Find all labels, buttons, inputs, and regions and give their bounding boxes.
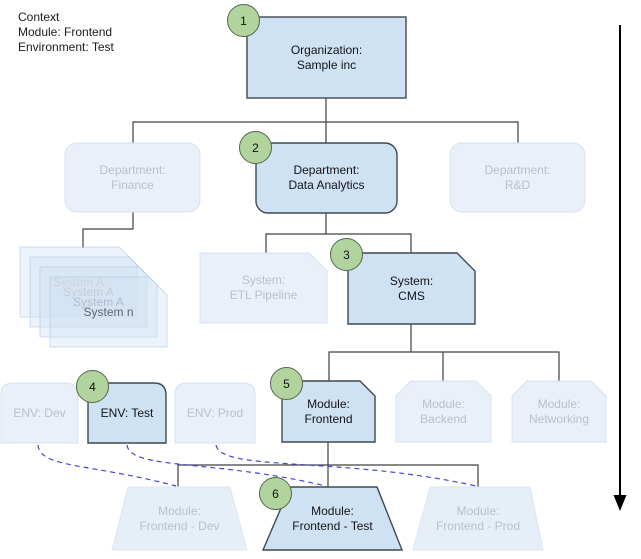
step-5-badge[interactable]: 5 (270, 367, 303, 400)
dashed-link-dev (37, 444, 177, 487)
connector-finance-systems (82, 212, 134, 248)
node-module-frontend-test[interactable] (261, 486, 404, 551)
node-dept-rnd[interactable] (449, 142, 586, 213)
context-module: Module: Frontend (18, 25, 113, 39)
node-env-prod[interactable] (174, 382, 256, 444)
node-system-stack-3[interactable] (39, 266, 158, 338)
node-dept-data-analytics[interactable] (255, 142, 398, 214)
timeline-arrow-head (613, 495, 627, 511)
connector-org-departments (132, 98, 519, 143)
node-system-stack-n[interactable] (49, 276, 168, 348)
node-env-dev[interactable] (0, 382, 79, 444)
dashed-link-prod (215, 444, 477, 487)
node-module-networking[interactable] (511, 380, 607, 443)
node-module-frontend-dev[interactable] (111, 486, 248, 551)
connector-frontend-environments (177, 442, 479, 487)
context-environment: Environment: Test (18, 40, 114, 54)
connector-dataanalytics-systems (265, 213, 412, 253)
node-module-backend[interactable] (395, 380, 492, 443)
context-title: Context (18, 10, 60, 24)
node-system-etl[interactable] (199, 252, 328, 324)
step-4-badge[interactable]: 4 (76, 370, 109, 403)
connector-cms-modules (328, 324, 560, 381)
node-system-stack-1[interactable] (19, 246, 138, 318)
node-organization[interactable] (246, 16, 407, 99)
step-6-badge[interactable]: 6 (259, 477, 292, 510)
context-note: Context Module: Frontend Environment: Te… (18, 10, 114, 55)
node-module-frontend-prod[interactable] (412, 486, 544, 551)
step-1-badge[interactable]: 1 (227, 4, 260, 37)
dashed-link-test (126, 444, 327, 487)
step-3-badge[interactable]: 3 (330, 238, 363, 271)
node-dept-finance[interactable] (64, 142, 201, 213)
step-2-badge[interactable]: 2 (239, 131, 272, 164)
node-system-stack-2[interactable] (29, 256, 148, 328)
node-system-cms[interactable] (347, 252, 476, 325)
